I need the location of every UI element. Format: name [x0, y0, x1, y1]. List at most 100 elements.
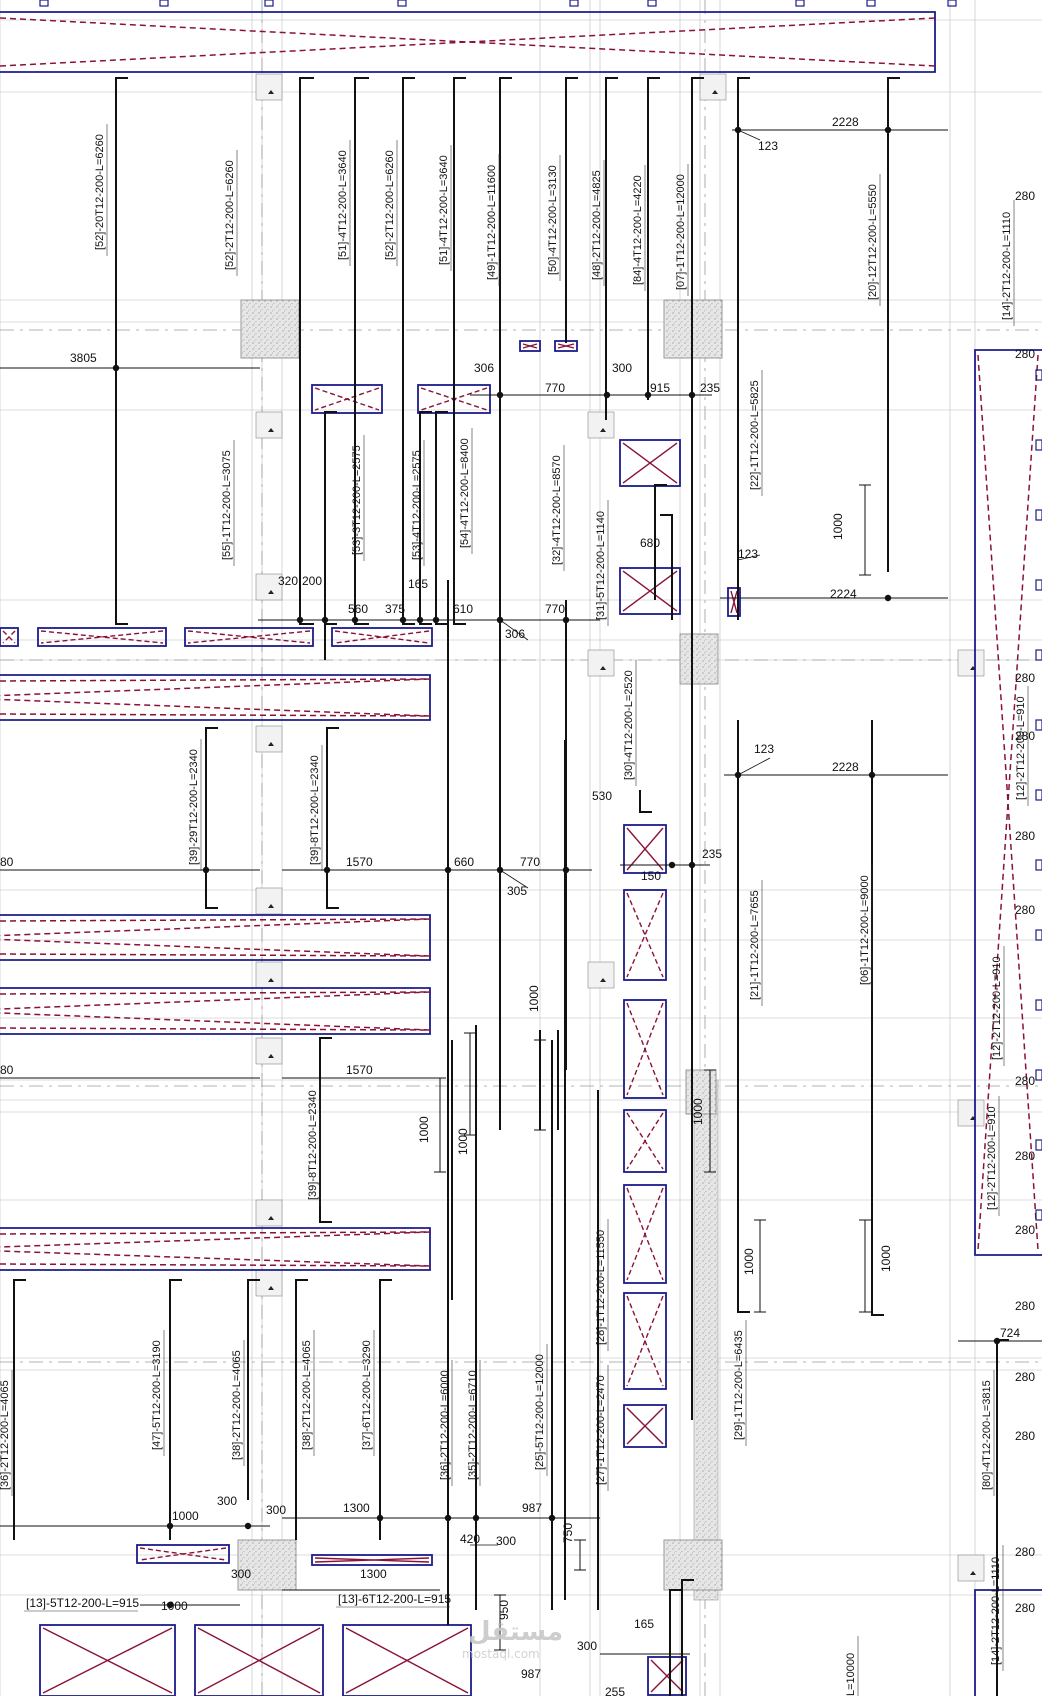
marker-triangle: [268, 90, 274, 94]
section-marker: [255, 887, 283, 915]
leader-line: [499, 869, 529, 889]
slab-dash: [0, 1250, 431, 1267]
dimension-node: [202, 866, 210, 874]
beam-section: [342, 1624, 472, 1696]
beam-outline: [136, 1544, 230, 1564]
dimension-lines: [0, 126, 1042, 1655]
beam-cross: [314, 387, 380, 411]
dimension-label: 2228: [832, 760, 859, 774]
dimension-node: [416, 616, 424, 624]
bar-callout-label: [35]-2T12-200-L=6710: [467, 1370, 479, 1480]
dimension-node: [993, 1337, 1001, 1345]
beam-section: [39, 1624, 176, 1696]
marker-triangle: [600, 978, 606, 982]
dimension-node: [644, 391, 652, 399]
dimension-node: [603, 391, 611, 399]
beam-cross: [522, 343, 538, 349]
dimension-label: 280: [1015, 671, 1035, 685]
dimension-label: 123: [738, 547, 758, 561]
marker-triangle: [268, 978, 274, 982]
marker-box: [587, 649, 615, 677]
leader-line: [737, 129, 761, 141]
beam-section: [194, 1624, 324, 1696]
dimension-label: 1000: [161, 1599, 188, 1613]
dimension-label: 165: [634, 1617, 654, 1631]
rebar: [247, 1279, 260, 1500]
dimension-label: 750: [561, 1523, 575, 1543]
dimension-label: 80: [0, 855, 14, 869]
bar-callout-label: [27]-1T12-200-L=2470: [595, 1375, 607, 1485]
dimension-label: 915: [650, 381, 670, 395]
tapered-slab: [0, 674, 431, 721]
top-slab: [0, 11, 936, 73]
rebar: [639, 790, 652, 813]
beam-cross: [626, 1187, 664, 1281]
dimension-label: 530: [592, 789, 612, 803]
bar-callout-label: [50]-4T12-200-L=3130: [547, 165, 559, 275]
dimension-label: 305: [507, 884, 527, 898]
dimension-label: 1000: [691, 1098, 705, 1125]
rebar: [453, 77, 466, 625]
beam-cross: [626, 1407, 664, 1445]
beam-cross: [626, 1112, 664, 1170]
section-markers: [39, 0, 985, 1582]
beam-outline: [311, 384, 383, 414]
beam-cross: [197, 1627, 321, 1694]
beam-section: [184, 627, 314, 647]
dimension-label: 2224: [830, 587, 857, 601]
beam-outline: [623, 1292, 667, 1390]
beam-cross: [314, 1557, 430, 1563]
dimension-node: [166, 1522, 174, 1530]
beam-section: [623, 824, 667, 874]
rebar-path: [324, 411, 337, 625]
section-marker: [255, 1199, 283, 1227]
section-marker: [957, 1099, 985, 1127]
rebar-path: [660, 514, 673, 620]
dimension-label: 1300: [343, 1501, 370, 1515]
rebar-path: [379, 1279, 392, 1540]
dimension: [0, 866, 260, 874]
slab-outline: [0, 11, 936, 73]
dimension-label: 280: [1015, 1429, 1035, 1443]
bar-callout-label: [84]-4T12-200-L=4220: [632, 175, 644, 285]
bar-callout-label: [54]-4T12-200-L=8400: [459, 438, 471, 548]
column-block: [237, 1539, 297, 1591]
slab-outline: [0, 674, 431, 721]
dimension-label: 770: [545, 381, 565, 395]
marker-triangle: [268, 742, 274, 746]
rebar: [647, 77, 660, 400]
rebar-path: [435, 411, 448, 625]
watermark: مستقل mostaql.com: [462, 1617, 563, 1661]
marker-triangle: [600, 666, 606, 670]
dimension-label: 306: [505, 627, 525, 641]
section-marker: [255, 961, 283, 989]
dimension-node: [112, 364, 120, 372]
beam-tick: [866, 0, 876, 7]
bar-callout-label: [38]-2T12-200-L=4065: [231, 1350, 243, 1460]
beam-section: [623, 1292, 667, 1390]
dimension-label: 280: [1015, 1074, 1035, 1088]
bar-callouts-horizontal: [13]-5T12-200-L=915[13]-6T12-200-L=915: [24, 1592, 451, 1612]
rebar: [354, 77, 369, 625]
section-marker: [957, 1554, 985, 1582]
bar-callout-label: [39]-8T12-200-L=2340: [307, 1090, 319, 1200]
slab-tick: [1035, 929, 1042, 941]
beam-outline: [619, 439, 681, 487]
beam-outline: [623, 999, 667, 1099]
dimension-label: 1000: [456, 1128, 470, 1155]
dimension-label: 724: [1000, 1326, 1020, 1340]
beam-cross: [622, 570, 678, 612]
slab-tick: [1035, 509, 1042, 521]
rebar: [499, 77, 512, 1130]
slab-dash: [0, 991, 431, 1010]
dimension-label: 610: [453, 602, 473, 616]
rebar-path: [681, 1579, 694, 1696]
beam-tick: [39, 0, 49, 7]
right-slab: [974, 349, 1042, 1696]
beam-section: [623, 889, 667, 981]
marker-box: [587, 411, 615, 439]
rebar: [681, 1579, 694, 1696]
rebar: [605, 77, 618, 420]
